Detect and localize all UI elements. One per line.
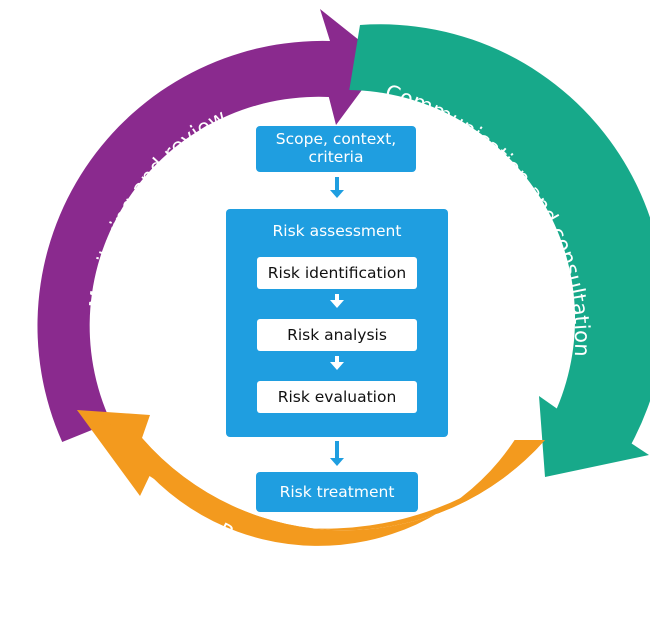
risk-identification-label: Risk identification bbox=[267, 264, 407, 282]
risk-identification-box: Risk identification bbox=[257, 257, 417, 289]
risk-analysis-label: Risk analysis bbox=[287, 326, 387, 344]
monitoring-arc bbox=[37, 9, 384, 442]
scope-context-criteria-box: Scope, context, criteria bbox=[256, 126, 416, 172]
risk-evaluation-label: Risk evaluation bbox=[277, 388, 397, 406]
risk-evaluation-box: Risk evaluation bbox=[257, 381, 417, 413]
risk-treatment-label: Risk treatment bbox=[279, 483, 395, 501]
communication-arc bbox=[349, 24, 650, 477]
risk-assessment-title: Risk assessment bbox=[272, 222, 402, 240]
risk-treatment-box: Risk treatment bbox=[256, 472, 418, 512]
risk-assessment-panel: Risk assessment Risk identification Risk… bbox=[226, 209, 448, 437]
recording-arc-outer bbox=[77, 410, 545, 531]
risk-analysis-box: Risk analysis bbox=[257, 319, 417, 351]
scope-context-criteria-label: Scope, context, criteria bbox=[275, 130, 397, 166]
